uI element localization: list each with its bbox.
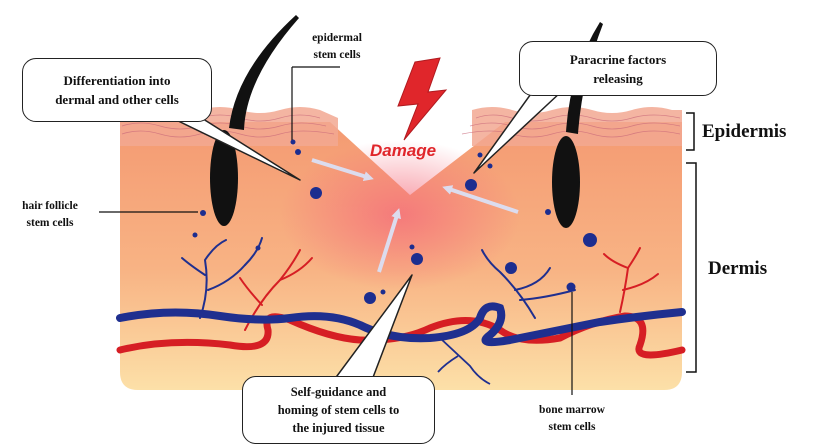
bone-marrow-line-2: stem cells	[524, 419, 620, 436]
homing-callout: Self-guidance and homing of stem cells t…	[242, 376, 435, 444]
bone-marrow-line-1: bone marrow	[524, 402, 620, 419]
dermis-label: Dermis	[708, 258, 767, 280]
differentiation-line-2: dermal and other cells	[55, 90, 179, 109]
lightning-bolt-icon	[398, 58, 446, 140]
differentiation-line-1: Differentiation into	[64, 71, 171, 90]
paracrine-line-2: releasing	[593, 69, 643, 88]
epidermal-stem-cells-label: epidermal stem cells	[296, 30, 378, 64]
homing-line-3: the injured tissue	[292, 419, 384, 437]
hair-follicle-stem-cells-label: hair follicle stem cells	[4, 198, 96, 232]
paracrine-callout: Paracrine factors releasing	[519, 41, 717, 96]
homing-line-2: homing of stem cells to	[278, 401, 400, 419]
layer-brackets	[686, 113, 696, 372]
hair-follicle-line-2: stem cells	[4, 215, 96, 232]
epidermis-label: Epidermis	[702, 121, 786, 143]
epidermal-line-2: stem cells	[296, 47, 378, 64]
damage-label: Damage	[370, 141, 436, 161]
paracrine-line-1: Paracrine factors	[570, 50, 666, 69]
homing-line-1: Self-guidance and	[291, 383, 387, 401]
hair-follicle-line-1: hair follicle	[4, 198, 96, 215]
epidermal-line-1: epidermal	[296, 30, 378, 47]
bone-marrow-stem-cells-label: bone marrow stem cells	[524, 402, 620, 436]
differentiation-callout: Differentiation into dermal and other ce…	[22, 58, 212, 122]
